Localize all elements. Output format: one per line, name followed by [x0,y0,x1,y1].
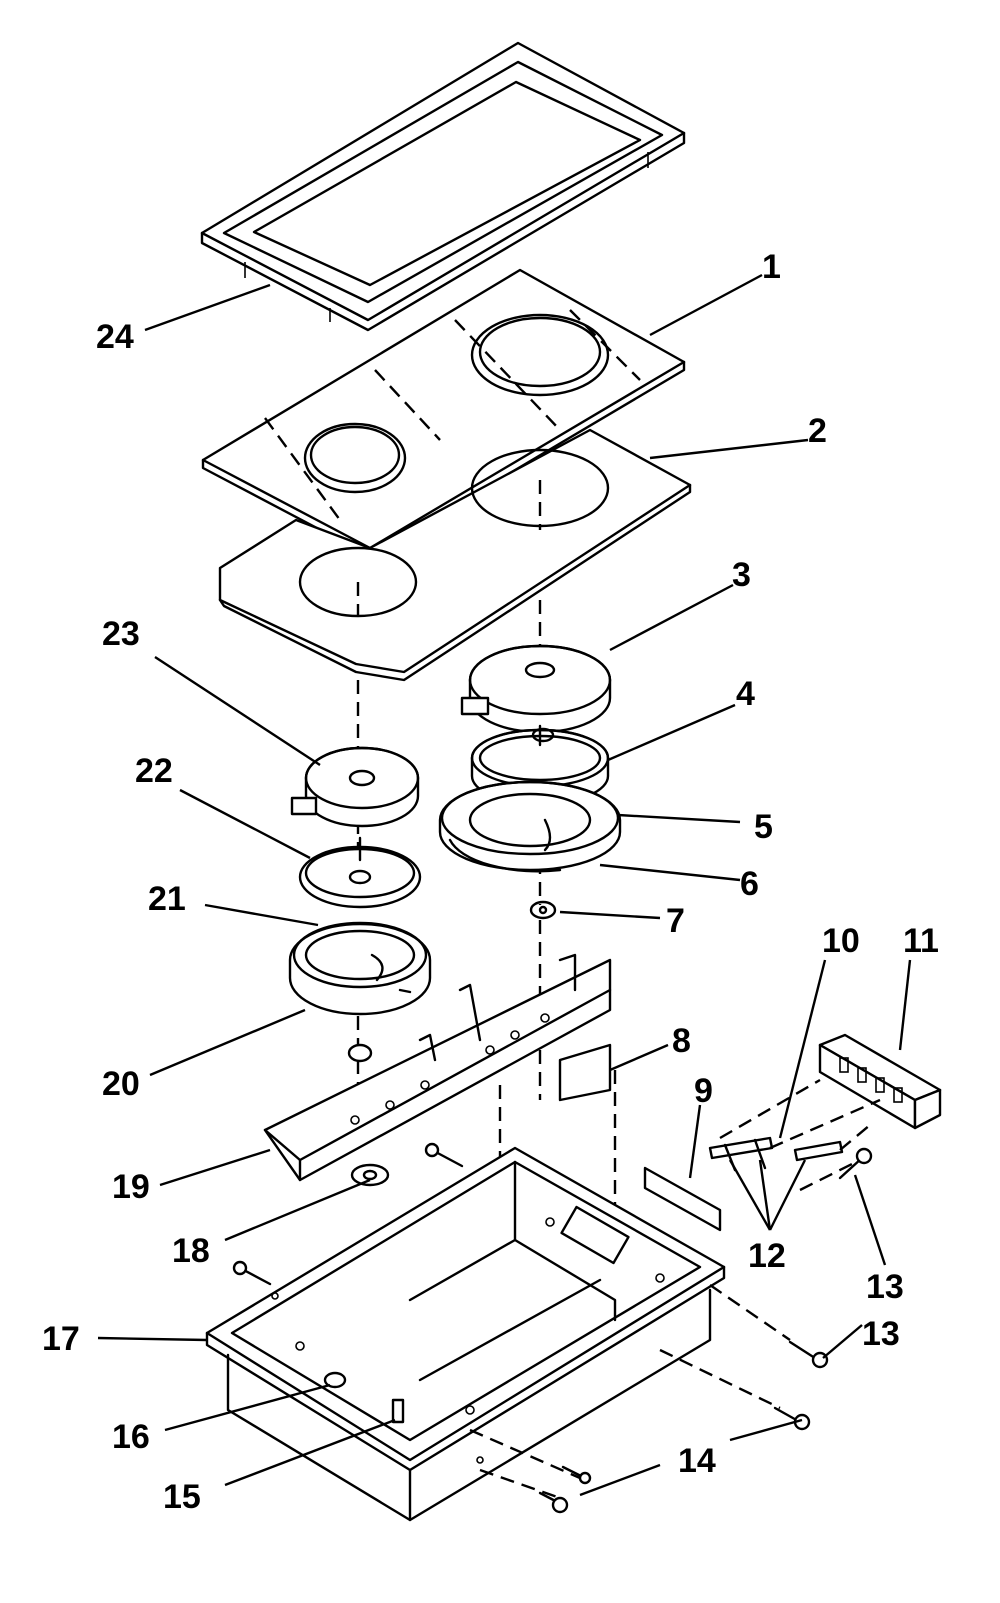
part-bracket [263,953,612,1182]
callout-16: 16 [112,1418,150,1456]
callout-12: 12 [748,1237,786,1275]
part-left-element [290,746,420,828]
callout-3: 3 [732,556,751,594]
callout-23: 23 [102,615,140,653]
part-nut-right [529,900,557,920]
part-nut-left [347,1043,373,1063]
callout-14: 14 [678,1442,716,1480]
part-trim-frame [200,41,686,332]
callout-22: 22 [135,752,173,790]
callout-13-upper: 13 [866,1268,904,1306]
callout-21: 21 [148,880,186,918]
callout-labels: 1 2 3 4 5 6 7 8 9 10 11 12 13 13 14 15 1… [42,248,939,1516]
part-cover-plate [643,1166,722,1232]
callout-2: 2 [808,412,827,450]
part-terminal-block [818,1033,942,1130]
part-right-pan [438,780,622,873]
callout-24: 24 [96,318,134,356]
callout-9: 9 [694,1072,713,1110]
callout-19: 19 [112,1168,150,1206]
part-grommet [350,1163,390,1187]
leader-lines [97,273,912,1497]
part-left-pan [288,921,432,1016]
terminal-links [469,1078,881,1500]
part-clips [708,1136,844,1172]
callout-13-lower: 13 [862,1315,900,1353]
part-right-element [460,644,612,734]
callout-5: 5 [754,808,773,846]
part-left-ring [298,836,422,909]
callout-8: 8 [672,1022,691,1060]
part-base-box [205,1146,726,1522]
callout-17: 17 [42,1320,80,1358]
callout-18: 18 [172,1232,210,1270]
callout-15: 15 [163,1478,201,1516]
callout-11: 11 [903,922,939,960]
callout-10: 10 [822,922,860,960]
callout-7: 7 [666,902,685,940]
callout-4: 4 [736,675,755,713]
callout-1: 1 [762,248,781,286]
part-glass-top [201,268,686,558]
part-small-grommet [323,1371,347,1389]
callout-6: 6 [740,865,759,903]
part-screws [232,1142,873,1514]
callout-20: 20 [102,1065,140,1103]
part-stud [391,1398,405,1424]
